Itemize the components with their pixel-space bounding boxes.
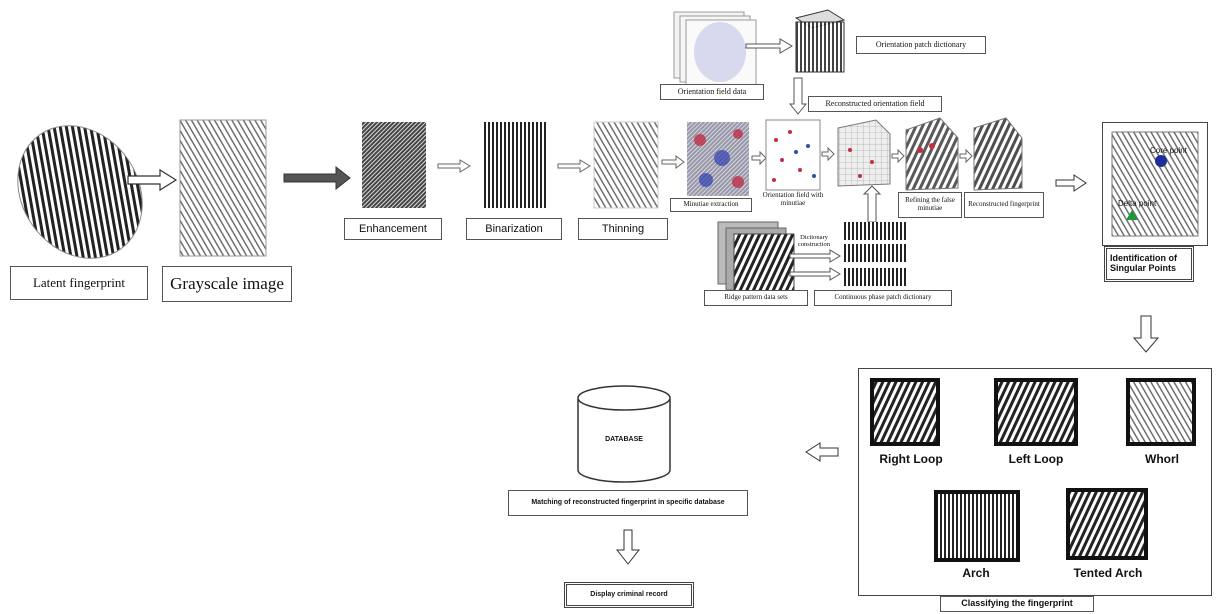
arrow-phase-dictionary-up [862,185,882,223]
arrow-orientation-to-grid [821,146,835,162]
reconstructed-fingerprint-label: Reconstructed fingerprint [964,192,1044,218]
ridge-pattern-data-sets-image [717,221,795,297]
orientation-field-data-label: Orientation field data [660,84,764,100]
tented-arch-image [1066,488,1148,560]
display-criminal-record-label: Display criminal record [564,582,694,608]
singular-points-label: Identification of Singular Points [1104,246,1194,282]
database-label: DATABASE [605,436,643,443]
arrow-thinning-to-minutiae [661,155,685,169]
reconstructed-orientation-field-label: Reconstructed orientation field [808,96,942,112]
arrow-grayscale-to-enhancement [283,165,351,191]
orientation-patch-dictionary-label: Orientation patch dictionary [856,36,986,54]
binarization-label: Binarization [466,218,562,240]
left-loop-label: Left Loop [1008,452,1064,466]
thinning-image [593,121,659,209]
arch-image [934,490,1020,562]
arrow-to-display [615,529,641,565]
whorl-image [1126,378,1196,446]
grayscale-image-label: Grayscale image [162,266,292,302]
orientation-field-with-minutiae-image [765,119,821,191]
ridge-pattern-data-sets-label: Ridge pattern data sets [704,290,808,306]
classifying-fingerprint-label: Classifying the fingerprint [940,596,1094,612]
latent-fingerprint-image [17,125,143,259]
arrow-grid-to-refining [891,148,905,164]
binarization-image [484,122,548,208]
enhancement-label: Enhancement [344,218,442,240]
minutiae-extraction-label: Minutiae extraction [670,198,752,212]
tented-arch-label: Tented Arch [1073,566,1143,580]
dictionary-construction-label: Dictionary construction [797,234,831,249]
arrow-to-singular-points [1055,174,1087,192]
minutiae-extraction-image [687,122,749,196]
refining-minutiae-image [905,117,959,191]
matching-database-label: Matching of reconstructed fingerprint in… [508,490,748,516]
arrow-to-database [805,442,839,462]
database-cylinder [577,385,671,483]
reconstructed-fingerprint-image [973,117,1023,191]
enhancement-image [362,122,426,208]
orientation-field-data-image [673,11,757,87]
arrow-ridge-to-phase-dictionary-top [789,249,841,263]
left-loop-image [994,378,1078,446]
continuous-phase-patch-dictionary-label: Continuous phase patch dictionary [814,290,952,306]
refining-false-minutiae-label: Refining the false minutiae [898,192,962,218]
right-loop-label: Right Loop [879,452,943,466]
arrow-enhancement-to-binarization [437,159,471,173]
classification-frame [858,368,1212,596]
delta-point-label: Delta point [1118,199,1157,208]
arrow-minutiae-to-orientation [751,150,767,166]
arrow-latent-to-grayscale [127,168,178,192]
continuous-phase-patch-dictionary-image [844,222,908,286]
grayscale-image [179,119,267,257]
orientation-field-with-minutiae-label: Orientation field with minutiae [762,191,824,207]
arch-label: Arch [962,566,990,580]
singular-points-image [1111,131,1199,237]
latent-fingerprint-label: Latent fingerprint [10,266,148,300]
thinning-label: Thinning [578,218,668,240]
arrow-data-to-dictionary [745,38,793,54]
core-point-label: Core point [1150,146,1187,155]
singular-points-frame [1102,122,1208,246]
orientation-patch-dictionary-image [794,9,846,73]
arrow-ridge-to-phase-dictionary-bottom [789,267,841,281]
right-loop-image [870,378,940,446]
arrow-refining-to-reconstructed [959,148,973,164]
whorl-label: Whorl [1145,452,1179,466]
arrow-binarization-to-thinning [557,159,591,173]
reconstructed-orientation-grid-image [837,119,891,187]
arrow-to-classification [1132,315,1160,353]
arrow-dictionary-down [788,77,808,115]
